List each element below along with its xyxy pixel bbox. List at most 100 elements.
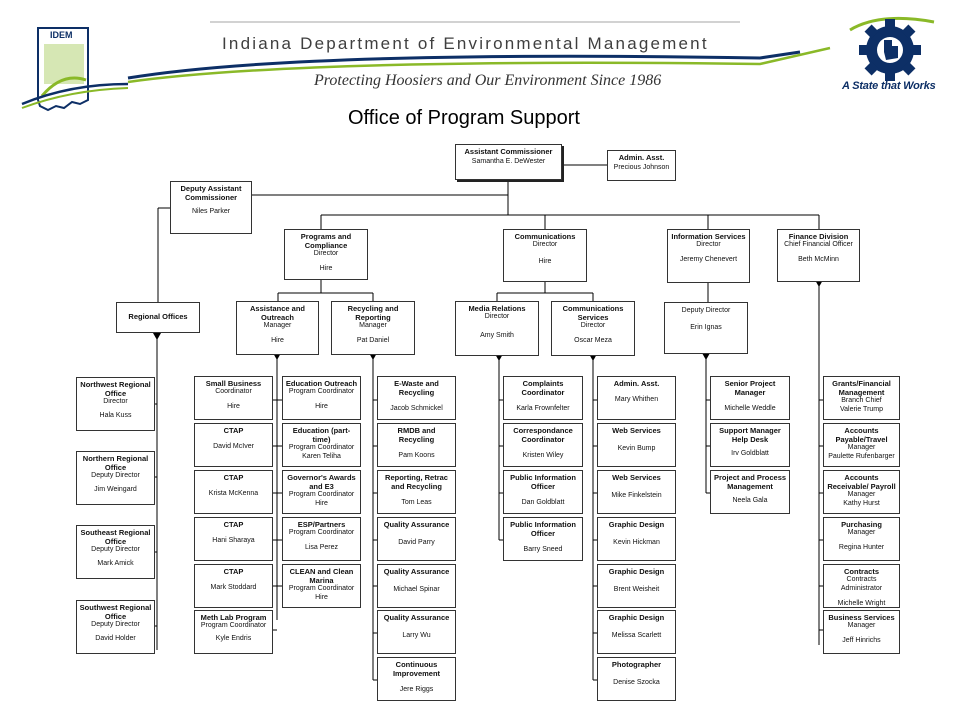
box-title: Project and Process Management [713, 473, 787, 491]
idem-logo [37, 27, 89, 112]
box-role: Program Coordinator [288, 388, 355, 395]
deputy-assistant-commissioner-box: Deputy Assistant Commissioner Niles Park… [170, 181, 252, 234]
box-role: Deputy Director [91, 472, 140, 479]
box-role: Program Coordinator [288, 491, 355, 498]
box-role: Deputy Director [91, 621, 140, 628]
assistance-outreach-box: Assistance and Outreach Manager Hire [236, 301, 319, 355]
box-name: Jere Riggs [399, 686, 434, 693]
box-name: Kevin Hickman [613, 539, 660, 546]
box-title: Senior Project Manager [724, 379, 776, 397]
box-name: Jeff Hinrichs [842, 636, 881, 644]
box-name: Jacob Schmickel [390, 405, 443, 412]
communications-box: Communications Director Hire [503, 229, 587, 282]
assistant-commissioner-box: Assistant Commissioner Samantha E. DeWes… [455, 144, 562, 180]
staff-box: Project and Process Management Neela Gal… [710, 470, 790, 514]
staff-box: Contracts Contracts Administrator Michel… [823, 564, 900, 608]
box-name: Neela Gala [732, 497, 768, 504]
box-name: Denise Szocka [613, 679, 660, 686]
box-title: Contracts [843, 567, 879, 576]
box-role: Deputy Director [681, 307, 731, 314]
box-title: Education (part-time) [292, 426, 351, 444]
box-name: Tom Leas [401, 499, 432, 506]
box-title: Meth Lab Program [200, 613, 267, 622]
box-role: Program Coordinator [200, 622, 267, 629]
box-name: Melissa Scarlett [611, 632, 662, 639]
staff-box: Accounts Payable/Travel Manager Paulette… [823, 423, 900, 467]
media-relations-box: Media Relations Director Amy Smith [455, 301, 539, 356]
staff-box: Public Information Officer Dan Goldblatt [503, 470, 583, 514]
box-role: Coordinator [215, 388, 252, 395]
regional-offices-box: Regional Offices [116, 302, 200, 333]
box-role: Manager [847, 529, 876, 536]
page-title: Office of Program Support [348, 107, 580, 129]
staff-box: Complaints Coordinator Karla Frownfelter [503, 376, 583, 420]
box-title: Programs and Compliance [300, 232, 352, 250]
box-name: Kathy Hurst [843, 499, 880, 507]
box-name: Michelle Wright [837, 599, 886, 607]
box-title: Accounts Payable/Travel [835, 426, 888, 444]
region-southwest-box: Southwest Regional Office Deputy Directo… [76, 600, 155, 654]
staff-box: Graphic Design Melissa Scarlett [597, 610, 676, 654]
box-title: Admin. Asst. [613, 379, 660, 388]
box-role: Manager [847, 622, 876, 629]
box-title: Admin. Asst. [618, 153, 665, 162]
box-role: Chief Financial Officer [784, 241, 853, 248]
box-role: Program Coordinator [288, 529, 355, 536]
staff-box: Web Services Mike Finkelstein [597, 470, 676, 514]
box-title: Deputy Assistant Commissioner [180, 184, 242, 202]
staff-box: Education (part-time) Program Coordinato… [282, 423, 361, 467]
box-name: David Holder [95, 634, 136, 642]
box-name: Karla Frownfelter [516, 405, 570, 412]
box-title: Information Services [671, 232, 746, 241]
box-role: Manager [359, 322, 387, 329]
box-name: Hire [315, 499, 328, 507]
box-name: Michelle Weddle [724, 405, 776, 412]
staff-box: Graphic Design Kevin Hickman [597, 517, 676, 561]
box-title: Southwest Regional Office [79, 603, 152, 621]
box-name: Niles Parker [191, 208, 231, 215]
box-title: Northwest Regional Office [80, 380, 151, 398]
box-title: Public Information Officer [510, 520, 576, 538]
staff-box: CTAP David McIver [194, 423, 273, 467]
box-role: Director [580, 322, 606, 329]
staff-box: CTAP Hani Sharaya [194, 517, 273, 561]
staff-box: Public Information Officer Barry Sneed [503, 517, 583, 561]
box-name: Hire [315, 593, 328, 601]
staff-box: Graphic Design Brent Weisheit [597, 564, 676, 608]
box-name: Mike Finkelstein [611, 492, 662, 499]
staff-box: CTAP Mark Stoddard [194, 564, 273, 608]
box-title: CTAP [223, 426, 244, 435]
box-name: Larry Wu [402, 632, 431, 639]
box-name: Brent Weisheit [613, 586, 660, 593]
box-role: Manager [847, 444, 876, 451]
box-title: Communications [514, 232, 576, 241]
box-role: Program Coordinator [288, 585, 355, 592]
header-swooshes [21, 16, 935, 109]
box-name: Hire [227, 402, 240, 410]
box-title: Web Services [612, 473, 661, 482]
agency-tagline: Protecting Hoosiers and Our Environment … [314, 72, 662, 89]
box-name: Valerie Trump [839, 405, 884, 413]
box-role: Deputy Director [91, 546, 140, 553]
box-title: Reporting, Retrac and Recycling [385, 473, 448, 491]
box-name: Regina Hunter [838, 543, 885, 551]
recycling-reporting-box: Recycling and Reporting Manager Pat Dani… [331, 301, 415, 355]
information-services-box: Information Services Director Jeremy Che… [667, 229, 750, 283]
staff-box: Small Business Coordinator Hire [194, 376, 273, 420]
box-title: Education Outreach [285, 379, 358, 388]
box-name: Krista McKenna [208, 490, 259, 497]
box-name: Amy Smith [480, 331, 514, 339]
box-name: Kyle Endris [215, 634, 252, 642]
box-title: Northern Regional Office [82, 454, 149, 472]
box-title: RMDB and Recycling [397, 426, 436, 444]
box-title: Quality Assurance [383, 520, 450, 529]
box-name: Hire [319, 264, 333, 272]
staff-box: Business Services Manager Jeff Hinrichs [823, 610, 900, 654]
staff-box: Correspondance Coordinator Kristen Wiley [503, 423, 583, 467]
box-title: E-Waste and Recycling [394, 379, 439, 397]
box-name: David McIver [213, 443, 254, 450]
box-name: Mary Whithen [614, 396, 659, 403]
region-northern-box: Northern Regional Office Deputy Director… [76, 451, 155, 505]
box-role: Branch Chief [841, 397, 882, 404]
box-title: Graphic Design [608, 567, 665, 576]
